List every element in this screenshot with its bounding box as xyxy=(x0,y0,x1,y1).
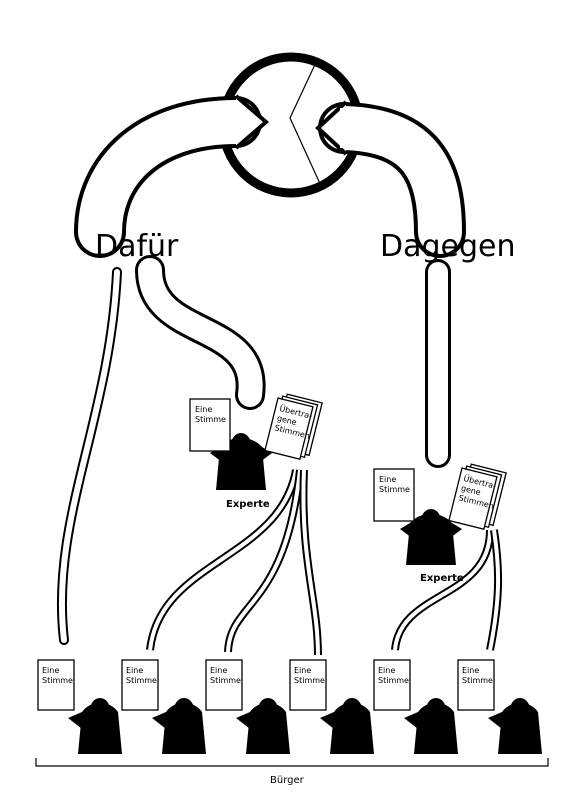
svg-text:Stimme: Stimme xyxy=(195,415,226,424)
ballot xyxy=(205,659,243,711)
ballot-text: Eine xyxy=(462,666,479,675)
expert-label: Experte xyxy=(420,573,464,584)
citizens-label: Bürger xyxy=(270,775,305,786)
svg-text:Eine: Eine xyxy=(379,475,396,484)
ballot xyxy=(37,659,75,711)
person-icon xyxy=(330,703,374,754)
ballot-text: Stimme xyxy=(378,676,409,685)
ballot-text: Stimme xyxy=(126,676,157,685)
against-arrow xyxy=(315,100,466,258)
ballot-text: Eine xyxy=(210,666,227,675)
for-label: Dafür xyxy=(95,229,179,264)
ballot-text: Eine xyxy=(42,666,59,675)
ballot-text: Stimme xyxy=(42,676,73,685)
expert-2: Eine Stimme Übertra- gene Stimmen Expert… xyxy=(373,463,507,584)
ballot-text: Stimme xyxy=(294,676,325,685)
ballot xyxy=(373,659,411,711)
ballot xyxy=(289,659,327,711)
svg-text:Stimme: Stimme xyxy=(379,485,410,494)
own-ballot: Eine Stimme xyxy=(373,468,415,522)
for-flows xyxy=(56,255,266,645)
against-label: Dagegen xyxy=(380,229,516,264)
for-arrow xyxy=(74,94,270,258)
ballot xyxy=(457,659,495,711)
citizens-bracket xyxy=(35,758,549,767)
person-icon xyxy=(406,514,456,565)
delegation-flows-expert-2 xyxy=(391,529,503,651)
ballot-text: Stimme xyxy=(210,676,241,685)
svg-text:Eine: Eine xyxy=(195,405,212,414)
person-icon xyxy=(246,703,290,754)
ballot-text: Eine xyxy=(294,666,311,675)
citizens-row: EineStimmeEineStimmeEineStimmeEineStimme… xyxy=(37,659,542,754)
transferred-ballots: Übertra- gene Stimmen xyxy=(448,463,507,530)
person-icon xyxy=(498,703,542,754)
person-icon xyxy=(162,703,206,754)
ballot-text: Eine xyxy=(378,666,395,675)
own-ballot: Eine Stimme xyxy=(189,398,231,452)
expert-1: Eine Stimme Übertra- gene Stimmen Expert… xyxy=(189,393,323,510)
person-icon xyxy=(78,703,122,754)
person-icon xyxy=(414,703,458,754)
ballot xyxy=(121,659,159,711)
ballot-text: Eine xyxy=(126,666,143,675)
delegation-flows-expert-1 xyxy=(146,469,322,656)
ballot-text: Stimme xyxy=(462,676,493,685)
expert-label: Experte xyxy=(226,499,270,510)
transferred-ballots: Übertra- gene Stimmen xyxy=(264,393,323,460)
